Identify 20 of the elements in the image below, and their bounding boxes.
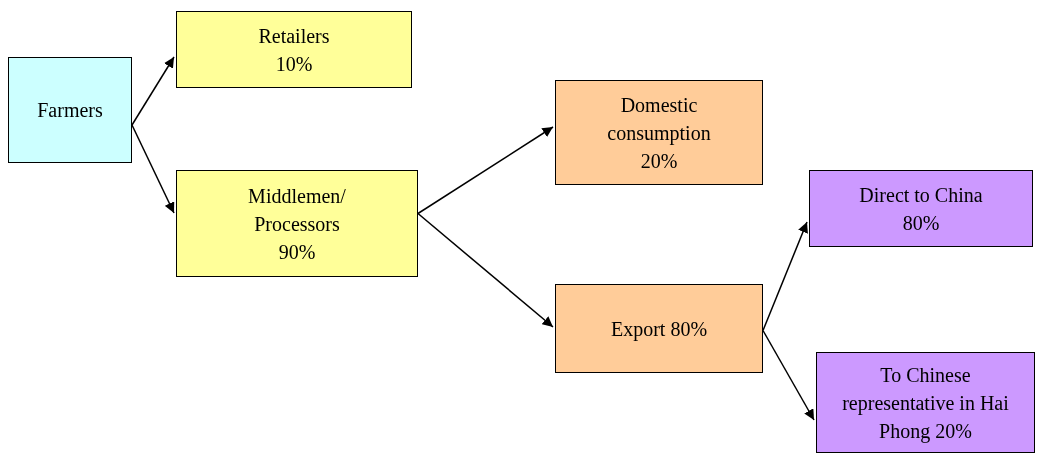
process-box (8, 57, 132, 163)
process-box (816, 352, 1035, 453)
arrow (131, 56, 175, 126)
arrow (762, 329, 815, 421)
arrow (131, 124, 175, 214)
box-label: Direct to China 80% (858, 182, 984, 236)
box-label: Export 80% (609, 316, 709, 343)
process-box (176, 170, 418, 277)
process-box (176, 11, 412, 88)
box-label: To Chinese representative in Hai Phong 20% (841, 362, 1010, 445)
box-label: Middlemen/ Processors 90% (247, 183, 347, 265)
arrow (417, 126, 554, 215)
box-label: Retailers 10% (257, 23, 331, 77)
arrow (417, 212, 554, 328)
box-label: Farmers (36, 98, 104, 123)
process-box (555, 80, 763, 185)
process-box (809, 170, 1033, 247)
arrow (762, 221, 808, 332)
box-label: Domestic consumption 20% (606, 92, 712, 174)
process-box (555, 284, 763, 373)
